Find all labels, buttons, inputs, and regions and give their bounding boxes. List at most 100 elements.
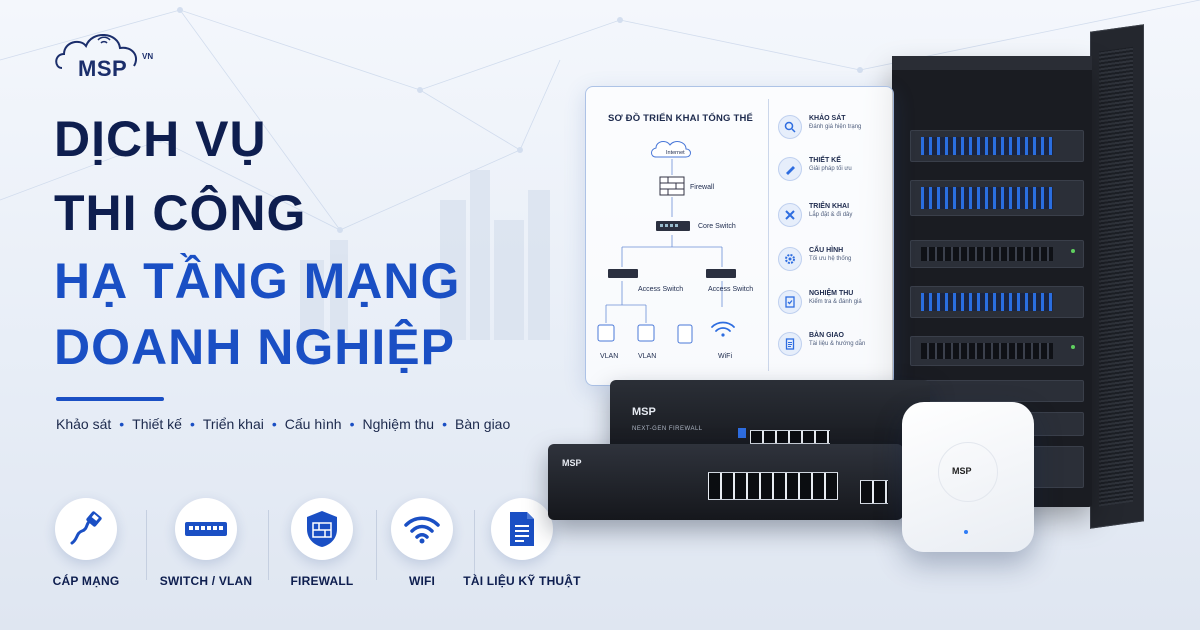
feature-icon-circle [391,498,453,560]
pencil-icon [778,157,802,181]
topology-diagram [597,140,736,344]
firewall-label: NEXT-GEN FIREWALL [632,426,703,432]
headline-line-4: DOANH NGHIỆP [54,319,455,375]
node-access-switch: Access Switch [638,286,684,293]
ap-status-led [964,530,968,534]
feature-icon-circle [291,498,353,560]
bullet-dot: • [189,416,195,432]
ap-ring [938,442,998,502]
document-icon [510,512,534,546]
search-icon [778,115,802,139]
firewall-ports [750,430,830,444]
rack-patch-panel [910,180,1084,216]
node-firewall: Firewall [690,184,715,191]
feature-cable[interactable]: CÁP MẠNG [26,498,146,588]
process-subtitle: Tài liệu & hướng dẫn [809,341,866,347]
tools-icon [778,203,802,227]
sfp-ports [860,480,888,504]
service-steps: Khảo sát• Thiết kế• Triển khai• Cấu hình… [56,416,510,432]
bullet-dot: • [349,416,355,432]
process-step: TRIỂN KHAI Lắp đặt & đi dây [778,203,852,227]
feature-label: SWITCH / VLAN [159,574,253,588]
firewall-node-icon [659,176,685,196]
deployment-diagram-panel: SƠ ĐỒ TRIỂN KHAI TỔNG THỂ Internet Firew… [585,86,894,386]
process-title: THIẾT KẾ [809,157,841,164]
rack-router [910,336,1084,366]
ap-brand: MSP [952,466,972,476]
switch-device: MSP [548,444,903,520]
process-subtitle: Lắp đặt & đi dây [809,212,853,218]
wifi-icon [404,516,440,544]
feature-firewall[interactable]: FIREWALL [262,498,382,588]
firewall-shield-icon [307,511,337,547]
process-step: BÀN GIAO Tài liệu & hướng dẫn [778,332,865,356]
feature-docs[interactable]: TÀI LIỆU KỸ THUẬT [462,498,582,588]
node-core-switch: Core Switch [698,223,736,230]
feature-label: TÀI LIỆU KỸ THUẬT [463,574,581,588]
gear-icon [778,247,802,271]
process-title: NGHIỆM THU [809,290,854,297]
feature-label: WIFI [408,574,436,588]
step-label: Triển khai [202,416,264,432]
switch-ports [708,472,838,500]
process-subtitle: Giải pháp tối ưu [809,166,852,172]
bullet-dot: • [119,416,125,432]
diagram-title: SƠ ĐỒ TRIỂN KHAI TỔNG THỂ [608,113,754,124]
process-step: THIẾT KẾ Giải pháp tối ưu [778,157,852,181]
step-label: Nghiệm thu [362,416,435,432]
brand-suffix: VN [142,52,154,61]
process-title: KHẢO SÁT [809,115,846,122]
bullet-dot: • [442,416,447,432]
headline-line-2: THI CÔNG [54,185,307,241]
feature-icon-circle [491,498,553,560]
headline-line-3: HẠ TẦNG MẠNG [54,253,461,309]
node-wifi: WiFi [718,353,732,360]
switch-brand: MSP [562,458,582,468]
rack-door [1090,24,1144,529]
step-label: Bàn giao [454,416,511,432]
switch-icon [185,522,227,536]
rack-top [892,56,1092,70]
node-access-switch: Access Switch [708,286,754,293]
firewall-brand: MSP [632,406,656,418]
rack-door-mesh [1099,46,1133,507]
wireless-access-point: MSP [902,402,1034,552]
step-label: Khảo sát [56,416,112,432]
feature-divider [268,510,269,580]
feature-icon-circle [55,498,117,560]
process-title: TRIỂN KHAI [809,203,850,210]
process-subtitle: Đánh giá hiện trạng [809,124,862,130]
step-label: Thiết kế [132,416,182,432]
feature-wifi[interactable]: WIFI [362,498,482,588]
feature-label: CÁP MẠNG [52,574,120,588]
process-step: KHẢO SÁT Đánh giá hiện trạng [778,115,861,139]
rack-switch [910,240,1084,268]
cloud-logo-icon [55,34,138,69]
process-step: NGHIỆM THU Kiểm tra & đánh giá [778,290,862,314]
node-vlan: VLAN [600,353,619,360]
process-title: BÀN GIAO [809,332,844,339]
checklist-icon [778,290,802,314]
feature-label: FIREWALL [290,574,354,588]
feature-divider [146,510,147,580]
process-subtitle: Kiểm tra & đánh giá [809,299,862,305]
bullet-dot: • [271,416,277,432]
ethernet-cable-icon [70,511,102,545]
feature-switch[interactable]: SWITCH / VLAN [146,498,266,588]
rack-appliance [910,380,1084,402]
process-step: CẤU HÌNH Tối ưu hệ thống [778,247,851,271]
brand-name: MSP [78,56,128,81]
rack-patch-panel [910,286,1084,318]
document-icon [778,332,802,356]
process-title: CẤU HÌNH [809,247,844,254]
node-internet: Internet [666,150,685,156]
brand-logo[interactable]: MSP VN [52,20,162,81]
panel-divider [768,99,769,371]
process-subtitle: Tối ưu hệ thống [809,256,852,262]
feature-divider [474,510,475,580]
node-vlan: VLAN [638,353,657,360]
headline-underline [56,397,164,401]
feature-icon-circle [175,498,237,560]
usb-port [738,428,746,438]
